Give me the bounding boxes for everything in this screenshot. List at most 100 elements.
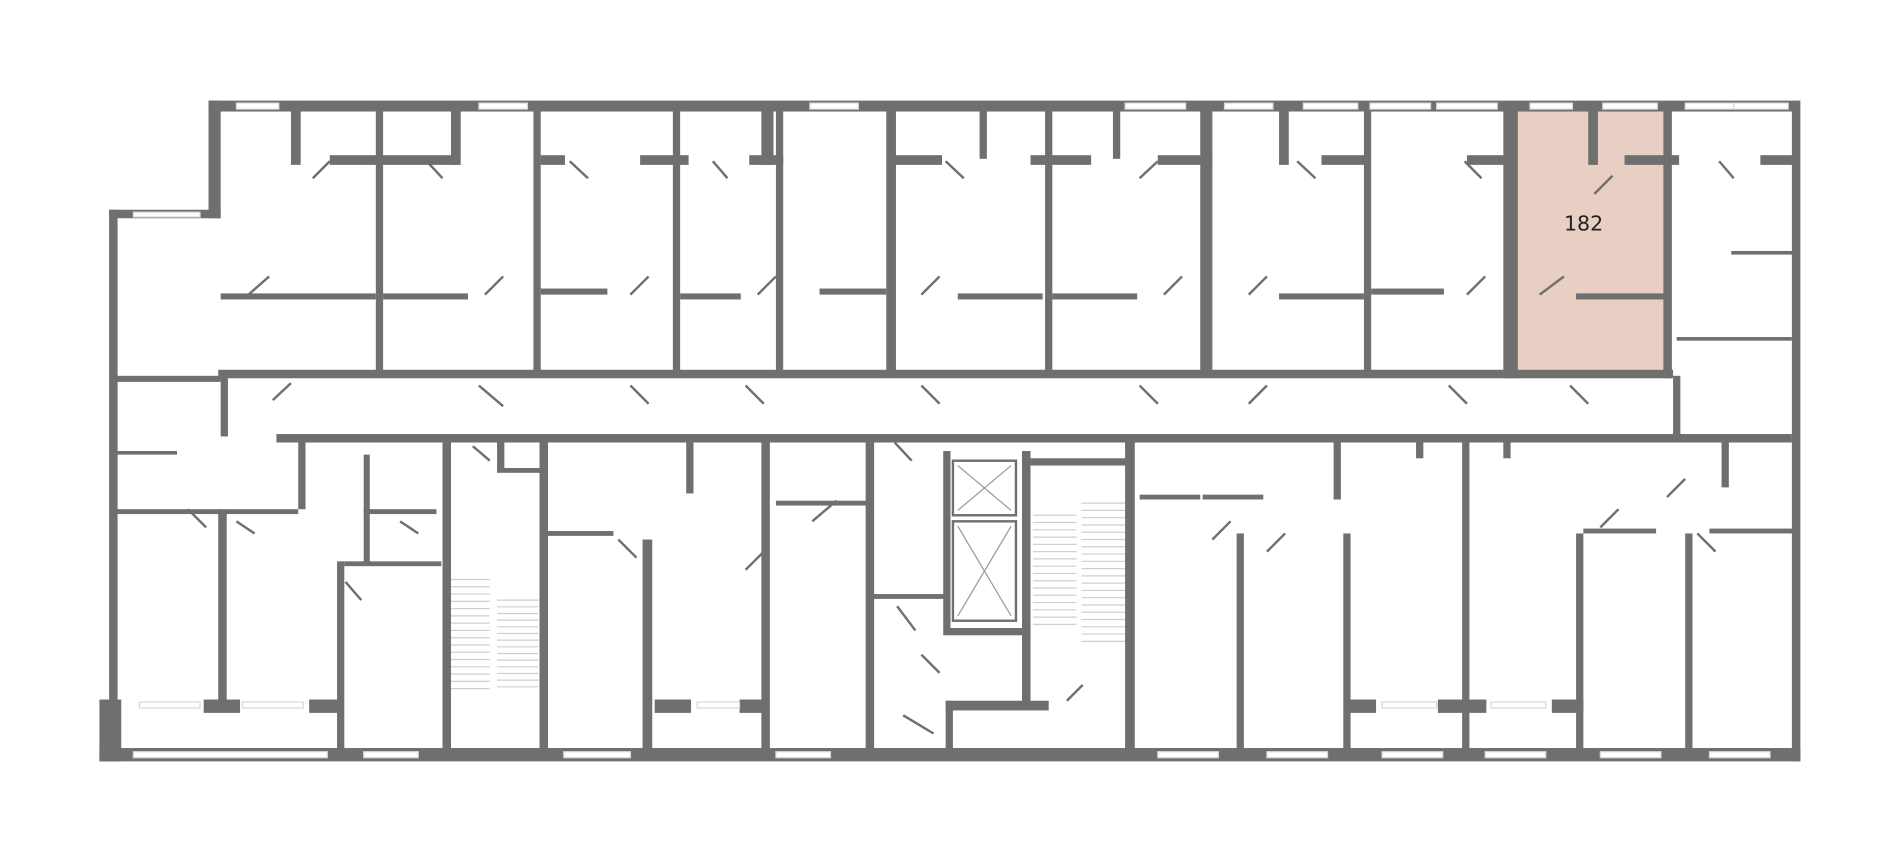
door: [756, 275, 777, 296]
door: [920, 275, 941, 296]
apartment-182-label: 182: [1564, 211, 1603, 235]
door: [1211, 520, 1232, 541]
door: [1163, 275, 1183, 296]
wall: [979, 104, 987, 159]
wall: [680, 293, 741, 300]
wall: [276, 434, 1792, 443]
wall: [442, 442, 452, 752]
door: [893, 441, 913, 462]
door: [1296, 160, 1317, 180]
wall: [539, 442, 548, 752]
window: [1599, 751, 1662, 759]
wall: [775, 104, 784, 378]
wall: [1437, 699, 1487, 713]
door: [920, 653, 941, 674]
wall: [1371, 288, 1444, 295]
wall: [957, 293, 1043, 300]
wall: [218, 509, 227, 704]
door: [944, 160, 965, 180]
window: [1708, 751, 1771, 759]
door: [711, 160, 729, 180]
door: [399, 520, 419, 535]
wall: [943, 628, 1031, 636]
window: [241, 701, 304, 709]
door: [1599, 508, 1620, 529]
walls: [99, 100, 1801, 762]
wall: [640, 155, 689, 165]
wall: [872, 594, 946, 599]
wall: [1685, 533, 1693, 752]
wall: [546, 531, 614, 536]
wall: [1673, 375, 1681, 437]
elevator-1: [951, 459, 1018, 517]
wall: [1588, 104, 1598, 165]
wall: [375, 104, 384, 378]
wall: [1583, 528, 1657, 534]
wall: [1760, 155, 1800, 165]
door: [744, 550, 765, 571]
wall: [383, 293, 468, 300]
door: [1138, 160, 1159, 180]
wall: [220, 293, 376, 300]
window: [132, 751, 328, 759]
door: [896, 605, 917, 632]
wall: [945, 700, 1049, 711]
wall: [1022, 451, 1031, 706]
wall: [309, 699, 340, 713]
elevator-2: [951, 520, 1018, 622]
wall: [109, 209, 118, 762]
window: [775, 751, 832, 759]
wall: [1052, 293, 1138, 300]
window: [1381, 751, 1444, 759]
wall: [203, 699, 241, 713]
door: [811, 499, 838, 523]
wall: [1576, 293, 1666, 300]
elevator-1-cross: [957, 465, 1012, 511]
door: [1593, 174, 1614, 195]
wall: [540, 288, 608, 295]
wall: [1551, 699, 1584, 713]
wall: [1791, 100, 1801, 762]
wall: [116, 451, 178, 455]
wall: [686, 438, 694, 494]
door: [1538, 275, 1565, 296]
door: [187, 508, 207, 529]
door: [1463, 160, 1483, 180]
wall: [1576, 533, 1584, 752]
elevator-shafts: [951, 459, 1018, 622]
door: [920, 384, 941, 405]
wall: [290, 104, 301, 165]
window: [235, 102, 280, 110]
wall: [329, 155, 458, 165]
wall: [116, 509, 221, 515]
door: [472, 445, 491, 462]
wall: [943, 451, 951, 629]
wall: [775, 500, 867, 506]
wall: [886, 104, 896, 378]
wall: [1236, 533, 1244, 752]
door: [478, 384, 504, 408]
wall: [497, 438, 505, 471]
wall: [337, 561, 345, 756]
wall: [1343, 533, 1351, 752]
elevator-2-cross: [957, 525, 1012, 617]
wall: [1503, 104, 1518, 379]
wall: [451, 104, 461, 165]
wall: [761, 104, 774, 165]
wall: [363, 509, 437, 515]
wall: [1125, 442, 1135, 752]
doors: [187, 160, 1735, 735]
window: [1733, 102, 1789, 110]
wall: [1345, 699, 1377, 713]
window: [1490, 701, 1547, 709]
wall: [1157, 155, 1213, 165]
wall: [1721, 438, 1729, 488]
wall: [116, 375, 221, 382]
wall: [220, 375, 228, 437]
door: [1066, 684, 1084, 702]
window: [1529, 102, 1574, 110]
window: [1302, 102, 1359, 110]
door: [744, 384, 765, 405]
wall: [865, 442, 875, 752]
